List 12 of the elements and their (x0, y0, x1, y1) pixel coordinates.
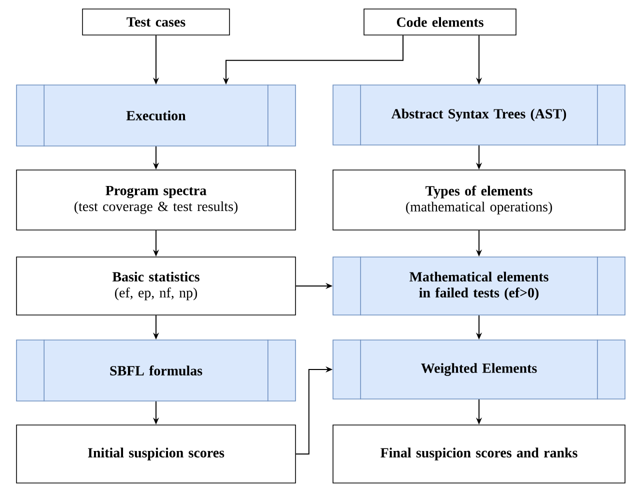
result-box: Basic statistics (ef, ep, nf, np) (16, 256, 296, 316)
result-box: Initial suspicion scores (16, 424, 296, 484)
process-box: Execution (16, 84, 296, 147)
process-box: Weighted Elements (332, 339, 626, 400)
result-box: Final suspicion scores and ranks (332, 424, 626, 484)
process-box: Mathematical elements in failed tests (ef>0) (332, 256, 626, 316)
input-box: Code elements (364, 8, 516, 36)
process-box: Abstract Syntax Trees (AST) (332, 84, 626, 146)
result-box: Program spectra (test coverage & test results) (16, 170, 296, 230)
process-box: SBFL formulas (16, 339, 296, 402)
input-box: Test cases (82, 8, 230, 36)
result-box: Types of elements (mathematical operations) (332, 170, 626, 230)
